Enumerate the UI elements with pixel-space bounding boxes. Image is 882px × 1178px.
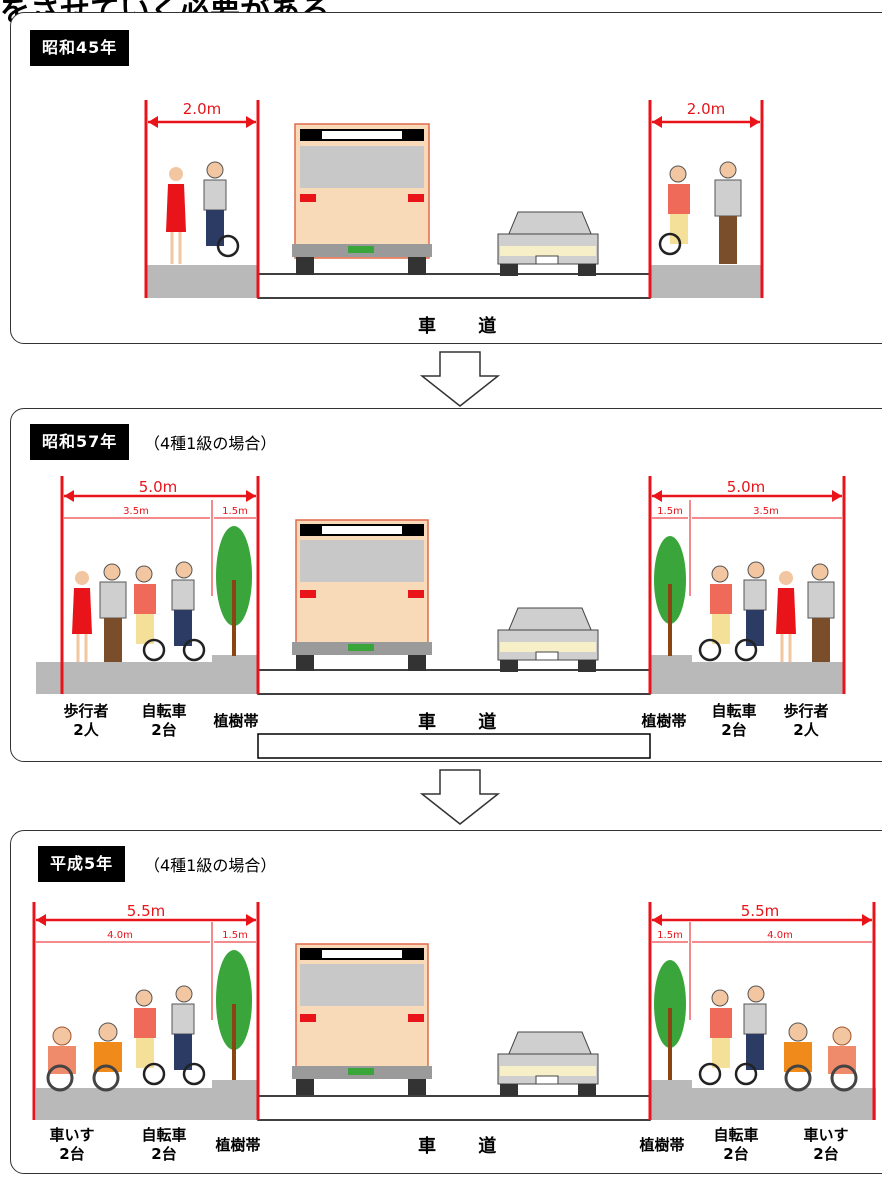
wheelchairs-right <box>784 1022 858 1092</box>
label-planting-right: 植樹帯 <box>641 712 687 730</box>
svg-text:2.0m: 2.0m <box>183 100 221 118</box>
label-planting-right: 植樹帯 <box>639 1136 685 1154</box>
bicycles-left <box>134 985 206 1086</box>
case-note-heisei5: （4種1級の場合） <box>144 856 277 875</box>
road-label-showa57: 車 道 <box>418 712 515 733</box>
tree-left <box>216 526 252 656</box>
car-rear <box>497 1031 599 1096</box>
tree-right <box>654 536 686 656</box>
woman-with-bicycle <box>658 165 690 256</box>
tree-left <box>216 950 252 1080</box>
era-label-heisei5: 平成5年 <box>38 846 126 882</box>
wheelchairs-left <box>46 1022 122 1092</box>
pedestrians-right <box>776 563 835 662</box>
era-label-showa45: 昭和45年 <box>30 30 130 66</box>
elderly-man-pedestrian <box>714 161 742 264</box>
svg-text:5.0m: 5.0m <box>139 478 177 496</box>
left-sidewalk <box>146 265 258 298</box>
case-note-showa57: （4種1級の場合） <box>144 434 277 453</box>
bus-rear <box>292 519 432 671</box>
label-wheelchairs-left: 車いす 2台 <box>49 1126 95 1163</box>
diagram-showa45: 2.0m 2.0m <box>144 100 764 299</box>
svg-text:1.5m: 1.5m <box>657 506 683 517</box>
svg-text:5.0m: 5.0m <box>727 478 765 496</box>
car-rear <box>497 607 599 672</box>
svg-text:3.5m: 3.5m <box>753 506 779 517</box>
car-rear <box>497 211 599 276</box>
label-bicycles-left: 自転車 2台 <box>141 1126 187 1163</box>
road-surface <box>257 273 651 299</box>
svg-text:1.5m: 1.5m <box>657 930 683 941</box>
bicycles-right <box>698 985 767 1086</box>
svg-text:4.0m: 4.0m <box>767 930 793 941</box>
label-planting-left: 植樹帯 <box>213 712 259 730</box>
bus-rear <box>292 123 432 275</box>
svg-text:1.5m: 1.5m <box>222 930 248 941</box>
era-label-showa57: 昭和57年 <box>30 424 130 460</box>
bicycles-right <box>698 561 767 662</box>
diagram-showa57: 5.0m 3.5m 1.5m 5.0m 1.5m 3.5m <box>36 476 846 695</box>
down-arrow-icon <box>419 351 501 407</box>
label-pedestrians-left: 歩行者 2人 <box>63 702 109 739</box>
svg-text:5.5m: 5.5m <box>741 902 779 920</box>
tree-right <box>654 960 686 1080</box>
down-arrow-icon <box>419 769 501 825</box>
bus-rear <box>292 943 432 1095</box>
bicycles-left <box>134 561 206 662</box>
svg-text:4.0m: 4.0m <box>107 930 133 941</box>
svg-text:3.5m: 3.5m <box>123 506 149 517</box>
road-label-showa45: 車 道 <box>418 316 515 337</box>
man-with-bicycle <box>203 161 240 258</box>
svg-text:5.5m: 5.5m <box>127 902 165 920</box>
label-wheelchairs-right: 車いす 2台 <box>803 1126 849 1163</box>
svg-text:2.0m: 2.0m <box>687 100 725 118</box>
svg-text:1.5m: 1.5m <box>222 506 248 517</box>
label-pedestrians-right: 歩行者 2人 <box>783 702 829 739</box>
label-bicycles-left: 自転車 2台 <box>141 702 187 739</box>
label-planting-left: 植樹帯 <box>215 1136 261 1154</box>
pedestrians-left <box>72 563 127 662</box>
label-bicycles-right: 自転車 2台 <box>711 702 757 739</box>
right-sidewalk <box>650 265 762 298</box>
label-bicycles-right: 自転車 2台 <box>713 1126 759 1163</box>
woman-pedestrian <box>166 167 186 264</box>
road-label-heisei5: 車 道 <box>418 1136 515 1157</box>
